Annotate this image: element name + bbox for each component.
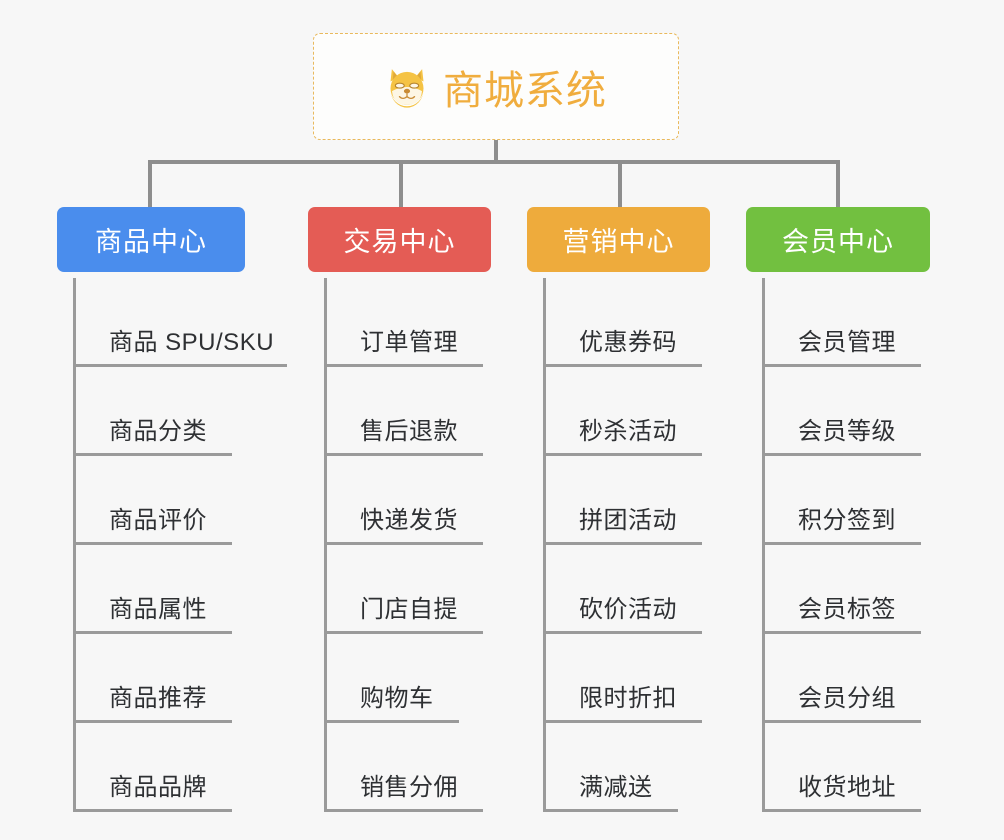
leaf-rule <box>546 542 702 545</box>
leaf-rule <box>76 364 287 367</box>
leaf-item[interactable]: 购物车 <box>324 634 491 723</box>
leaf-rule <box>546 364 702 367</box>
leaf-rule <box>327 720 459 723</box>
leaf-label: 门店自提 <box>360 589 458 634</box>
leaf-item[interactable]: 拼团活动 <box>543 456 710 545</box>
leaf-rule <box>765 542 921 545</box>
leaf-label: 快递发货 <box>360 500 458 545</box>
leaf-item[interactable]: 商品品牌 <box>73 723 245 812</box>
leaf-item[interactable]: 砍价活动 <box>543 545 710 634</box>
leaf-rule <box>76 453 232 456</box>
leaf-item[interactable]: 秒杀活动 <box>543 367 710 456</box>
leaf-item[interactable]: 快递发货 <box>324 456 491 545</box>
leaf-item[interactable]: 会员管理 <box>762 278 930 367</box>
leaf-rule <box>765 720 921 723</box>
leaf-item[interactable]: 订单管理 <box>324 278 491 367</box>
branch-items-4: 会员管理 会员等级 积分签到 会员标签 会员分组 收货地址 <box>762 272 930 812</box>
leaf-label: 收货地址 <box>798 767 896 812</box>
leaf-item[interactable]: 积分签到 <box>762 456 930 545</box>
leaf-rule <box>327 453 483 456</box>
drop-connector-3 <box>618 160 622 207</box>
leaf-item[interactable]: 商品评价 <box>73 456 245 545</box>
leaf-rule <box>546 453 702 456</box>
leaf-rule <box>546 720 702 723</box>
leaf-rule <box>327 809 483 812</box>
branch-column-1: 商品中心 商品 SPU/SKU 商品分类 商品评价 商品属性 商品推荐 <box>57 207 287 812</box>
leaf-rule <box>546 809 678 812</box>
root-node[interactable]: 商城系统 <box>313 33 679 140</box>
leaf-label: 售后退款 <box>360 411 458 456</box>
leaf-item[interactable]: 满减送 <box>543 723 710 812</box>
leaf-label: 商品推荐 <box>109 678 207 723</box>
leaf-rule <box>76 542 232 545</box>
shiba-dog-face-icon <box>385 65 429 109</box>
leaf-label: 限时折扣 <box>579 678 677 723</box>
leaf-rule <box>76 720 232 723</box>
leaf-label: 购物车 <box>360 678 434 723</box>
leaf-rule <box>765 631 921 634</box>
branch-items-1: 商品 SPU/SKU 商品分类 商品评价 商品属性 商品推荐 商品品牌 <box>73 272 287 812</box>
leaf-label: 会员管理 <box>798 322 896 367</box>
category-header-3[interactable]: 营销中心 <box>527 207 710 272</box>
branch-column-4: 会员中心 会员管理 会员等级 积分签到 会员标签 会员分组 <box>746 207 930 812</box>
branch-column-2: 交易中心 订单管理 售后退款 快递发货 门店自提 购物车 <box>308 207 491 812</box>
branch-column-3: 营销中心 优惠券码 秒杀活动 拼团活动 砍价活动 限时折扣 <box>527 207 710 812</box>
leaf-rule <box>76 631 232 634</box>
root-stem-connector <box>494 140 498 164</box>
leaf-item[interactable]: 优惠券码 <box>543 278 710 367</box>
leaf-rule <box>546 631 702 634</box>
leaf-item[interactable]: 销售分佣 <box>324 723 491 812</box>
root-title: 商城系统 <box>443 68 607 113</box>
category-label-3: 营销中心 <box>562 227 675 257</box>
category-header-4[interactable]: 会员中心 <box>746 207 930 272</box>
leaf-item[interactable]: 限时折扣 <box>543 634 710 723</box>
leaf-label: 商品品牌 <box>109 767 207 812</box>
leaf-label: 会员等级 <box>798 411 896 456</box>
category-label-2: 交易中心 <box>343 227 456 257</box>
leaf-label: 商品分类 <box>109 411 207 456</box>
leaf-label: 订单管理 <box>360 322 458 367</box>
leaf-label: 销售分佣 <box>360 767 458 812</box>
leaf-label: 拼团活动 <box>579 500 677 545</box>
leaf-rule <box>327 631 483 634</box>
leaf-rule <box>765 809 921 812</box>
leaf-item[interactable]: 会员标签 <box>762 545 930 634</box>
leaf-rule <box>327 542 483 545</box>
leaf-label: 会员分组 <box>798 678 896 723</box>
drop-connector-4 <box>836 160 840 207</box>
leaf-rule <box>76 809 232 812</box>
leaf-item[interactable]: 商品属性 <box>73 545 245 634</box>
category-label-4: 会员中心 <box>782 227 894 257</box>
category-label-1: 商品中心 <box>95 227 207 257</box>
category-header-1[interactable]: 商品中心 <box>57 207 245 272</box>
leaf-rule <box>765 453 921 456</box>
category-header-2[interactable]: 交易中心 <box>308 207 491 272</box>
leaf-label: 秒杀活动 <box>579 411 677 456</box>
leaf-item[interactable]: 会员等级 <box>762 367 930 456</box>
leaf-label: 商品评价 <box>109 500 207 545</box>
leaf-item[interactable]: 商品分类 <box>73 367 245 456</box>
branch-items-3: 优惠券码 秒杀活动 拼团活动 砍价活动 限时折扣 满减送 <box>543 272 710 812</box>
leaf-label: 商品属性 <box>109 589 207 634</box>
leaf-rule <box>327 364 483 367</box>
leaf-label: 优惠券码 <box>579 322 677 367</box>
leaf-rule <box>765 364 921 367</box>
leaf-item[interactable]: 会员分组 <box>762 634 930 723</box>
leaf-item[interactable]: 售后退款 <box>324 367 491 456</box>
drop-connector-2 <box>399 160 403 207</box>
leaf-item[interactable]: 门店自提 <box>324 545 491 634</box>
leaf-label: 砍价活动 <box>579 589 677 634</box>
leaf-label: 商品 SPU/SKU <box>109 322 275 367</box>
leaf-item[interactable]: 商品 SPU/SKU <box>73 278 287 367</box>
leaf-label: 满减送 <box>579 767 653 812</box>
branch-items-2: 订单管理 售后退款 快递发货 门店自提 购物车 销售分佣 <box>324 272 491 812</box>
leaf-label: 会员标签 <box>798 589 896 634</box>
horizontal-bus-connector <box>148 160 840 164</box>
leaf-item[interactable]: 收货地址 <box>762 723 930 812</box>
leaf-label: 积分签到 <box>798 500 896 545</box>
leaf-item[interactable]: 商品推荐 <box>73 634 245 723</box>
drop-connector-1 <box>148 160 152 207</box>
